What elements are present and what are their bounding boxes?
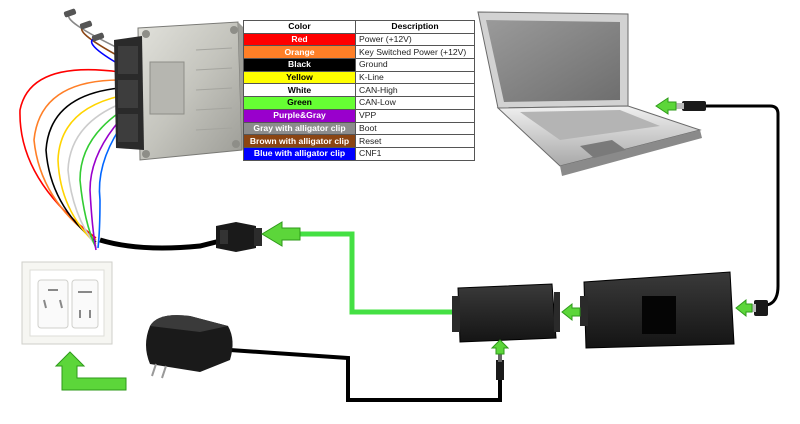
arrow-to-programmer	[735, 298, 753, 318]
legend-color-cell: Purple&Gray	[243, 108, 356, 123]
ecu-unit	[114, 21, 252, 161]
legend-header-color: Color	[243, 20, 356, 34]
power-adapter	[146, 315, 233, 379]
laptop	[477, 11, 702, 176]
wall-socket	[21, 261, 113, 345]
legend-color-cell: Red	[243, 32, 356, 47]
legend-description-cell: CAN-Low	[355, 96, 475, 110]
arrow-power-in	[490, 339, 510, 355]
legend-header-row: Color Description	[243, 20, 475, 34]
legend-description-cell: CNF1	[355, 146, 475, 161]
legend-description-cell: Ground	[355, 58, 475, 72]
legend-description-cell: Power (+12V)	[355, 32, 475, 47]
arrow-to-ecu	[261, 221, 301, 247]
legend-color-cell: Black	[243, 58, 356, 72]
arrow-to-obd-interface	[561, 302, 581, 322]
legend-description-cell: CAN-High	[355, 83, 475, 98]
obd-interface	[452, 283, 560, 343]
legend-color-cell: White	[243, 83, 356, 98]
legend-header-description: Description	[355, 20, 475, 34]
programmer-box	[580, 271, 735, 349]
legend-color-cell: Gray with alligator clip	[243, 121, 356, 136]
legend-color-cell: Orange	[243, 45, 356, 60]
legend-description-cell: Boot	[355, 121, 475, 136]
legend-color-cell: Green	[243, 96, 356, 110]
alligator-clips	[63, 8, 105, 42]
legend-description-cell: K-Line	[355, 70, 475, 85]
legend-description-cell: VPP	[355, 108, 475, 123]
legend-color-cell: Brown with alligator clip	[243, 134, 356, 148]
ecu-harness-cable	[99, 237, 225, 251]
green-cable	[300, 231, 455, 315]
legend-description-cell: Reset	[355, 134, 475, 148]
db9-connector	[216, 222, 262, 252]
arrow-to-socket	[54, 351, 127, 391]
usb-cable	[705, 104, 780, 308]
power-cable	[229, 348, 502, 402]
legend-color-cell: Yellow	[243, 70, 356, 85]
barrel-plug	[496, 354, 504, 380]
legend-color-cell: Blue with alligator clip	[243, 146, 356, 161]
arrow-to-laptop	[655, 97, 677, 115]
usb-plug-laptop	[676, 101, 706, 111]
legend-description-cell: Key Switched Power (+12V)	[355, 45, 475, 60]
ecu-wire-harness	[19, 13, 123, 251]
